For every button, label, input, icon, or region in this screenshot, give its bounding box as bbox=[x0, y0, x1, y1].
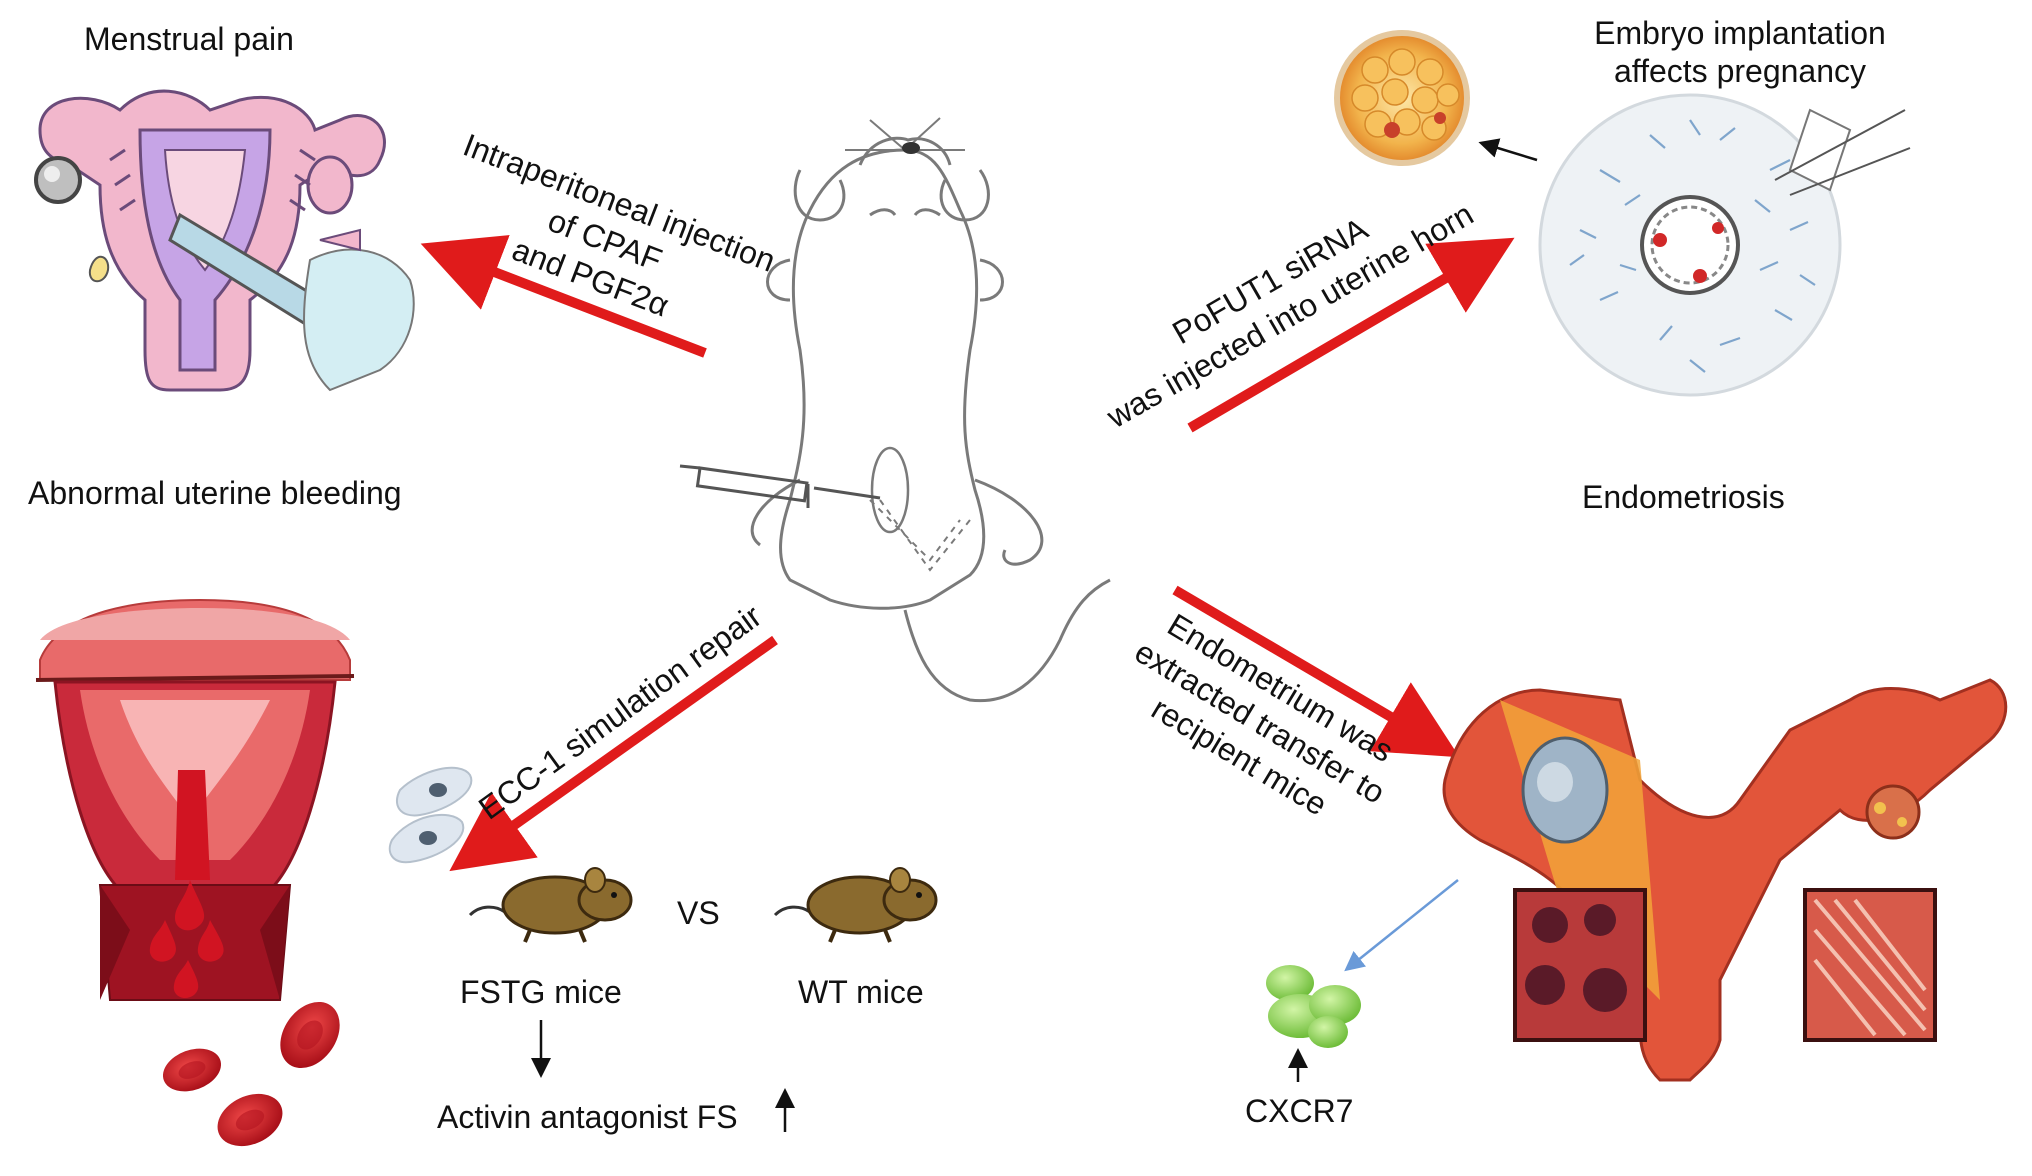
mouse-drawing bbox=[750, 117, 1111, 703]
activin-antagonist-label: Activin antagonist FS bbox=[437, 1099, 738, 1135]
wt-mice-label: WT mice bbox=[798, 974, 924, 1010]
vs-label: VS bbox=[677, 895, 720, 931]
bleeding-uterus-illustration bbox=[35, 598, 355, 1147]
embryo-illustration bbox=[1334, 30, 1538, 166]
red-arrows bbox=[420, 235, 1515, 872]
arrow-to-menstrual-pain bbox=[420, 235, 707, 358]
arrow-to-ecc1 bbox=[449, 635, 778, 872]
embryo-implantation-label: Embryo implantation affects pregnancy bbox=[1580, 14, 1900, 90]
red-blood-cells bbox=[162, 1001, 340, 1147]
implantation-illustration bbox=[1538, 93, 1911, 397]
embryo-label-line1: Embryo implantation bbox=[1594, 15, 1886, 51]
endometriosis-illustration bbox=[1442, 678, 2008, 1082]
cxcr7-label: CXCR7 bbox=[1245, 1093, 1354, 1129]
fstg-mouse-drawing bbox=[468, 867, 633, 943]
menstrual-pain-label: Menstrual pain bbox=[84, 21, 294, 57]
blue-arrow bbox=[1344, 879, 1459, 972]
uterus-pain-illustration bbox=[34, 89, 415, 392]
ecc1-cells bbox=[388, 766, 473, 864]
abnormal-uterine-bleeding-label: Abnormal uterine bleeding bbox=[28, 475, 402, 511]
syringe bbox=[679, 464, 881, 508]
fstg-mice-label: FSTG mice bbox=[460, 974, 622, 1010]
endometriosis-label: Endometriosis bbox=[1582, 479, 1785, 515]
mouse-nose bbox=[902, 142, 920, 154]
arrow-to-embryo bbox=[1187, 237, 1515, 433]
arrow-to-endometriosis bbox=[1172, 585, 1460, 758]
embryo-label-line2: affects pregnancy bbox=[1613, 53, 1866, 89]
wt-mouse-drawing bbox=[773, 867, 938, 943]
green-cells bbox=[1266, 965, 1361, 1048]
